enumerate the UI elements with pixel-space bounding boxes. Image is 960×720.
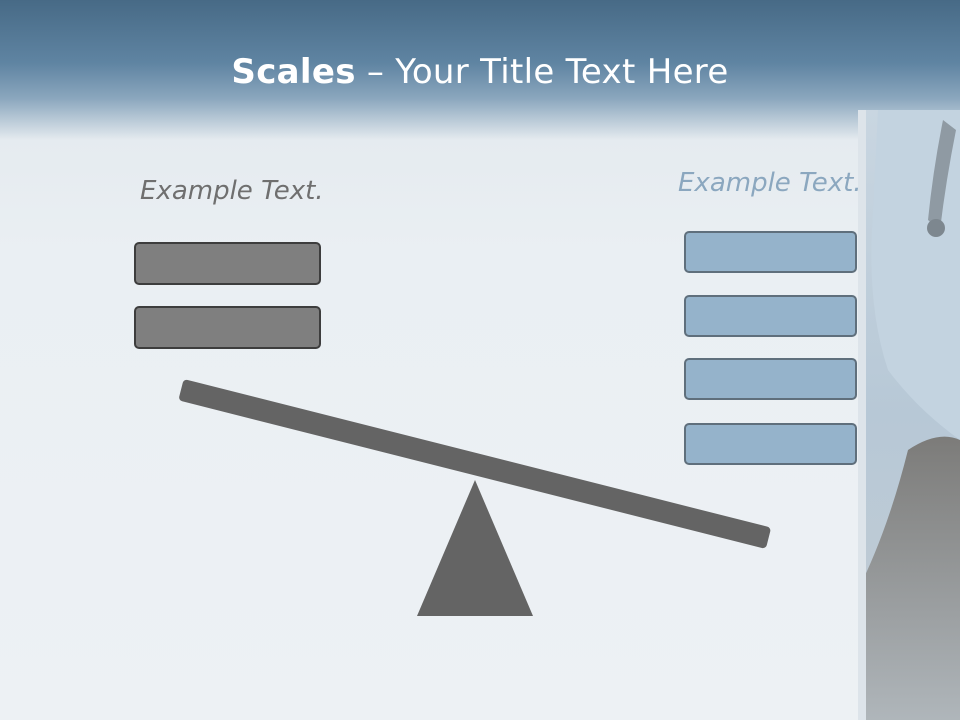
title-bold: Scales: [231, 52, 356, 92]
right-example-text: Example Text.: [678, 168, 862, 198]
left-example-text: Example Text.: [140, 176, 324, 206]
title-bar: [0, 0, 960, 140]
seesaw-fulcrum: [417, 480, 533, 616]
right-weight-box: [684, 358, 857, 400]
left-weight-box: [134, 242, 321, 285]
title-rest: – Your Title Text Here: [355, 52, 729, 92]
left-weight-box: [134, 306, 321, 349]
right-weight-box: [684, 423, 857, 465]
seesaw-beam: [179, 379, 771, 549]
background-photo: [858, 110, 960, 720]
right-weight-box: [684, 295, 857, 337]
right-weight-box: [684, 231, 857, 273]
slide-title: Scales – Your Title Text Here: [0, 52, 960, 92]
